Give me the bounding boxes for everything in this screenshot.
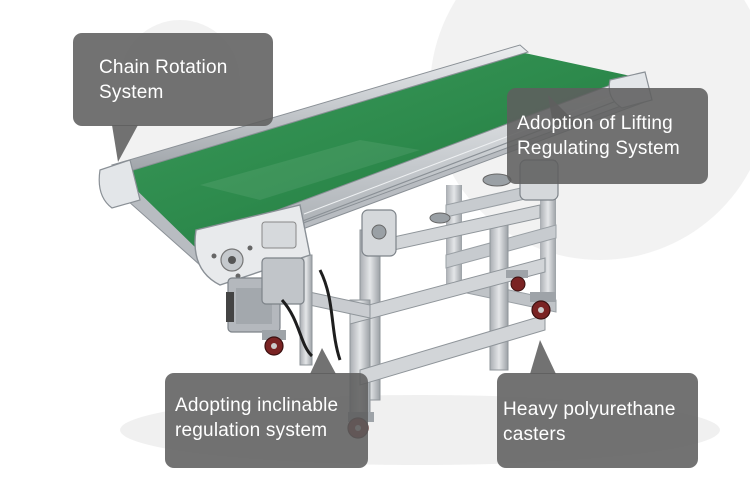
callout-chain-rotation: Chain Rotation System (73, 33, 273, 126)
callout-chain-rotation-line2: System (99, 82, 164, 103)
callout-inclinable-regulation-line2: regulation system (175, 420, 328, 441)
callout-lifting-regulation-line1: Adoption of Lifting (517, 113, 673, 134)
callout-casters: Heavy polyurethane casters (497, 373, 698, 468)
callout-lifting-regulation-line2: Regulating System (517, 138, 680, 159)
callout-casters-line2: casters (503, 424, 566, 445)
callout-casters-line1: Heavy polyurethane (503, 399, 676, 420)
callout-inclinable-regulation: Adopting inclinable regulation system (165, 373, 368, 468)
end-caps (98, 71, 653, 286)
motor-gearbox (226, 257, 342, 361)
callout-chain-rotation-line1: Chain Rotation (99, 57, 228, 78)
callout-lifting-regulation: Adoption of Lifting Regulating System (507, 88, 708, 184)
callout-inclinable-regulation-line1: Adopting inclinable (175, 395, 339, 416)
